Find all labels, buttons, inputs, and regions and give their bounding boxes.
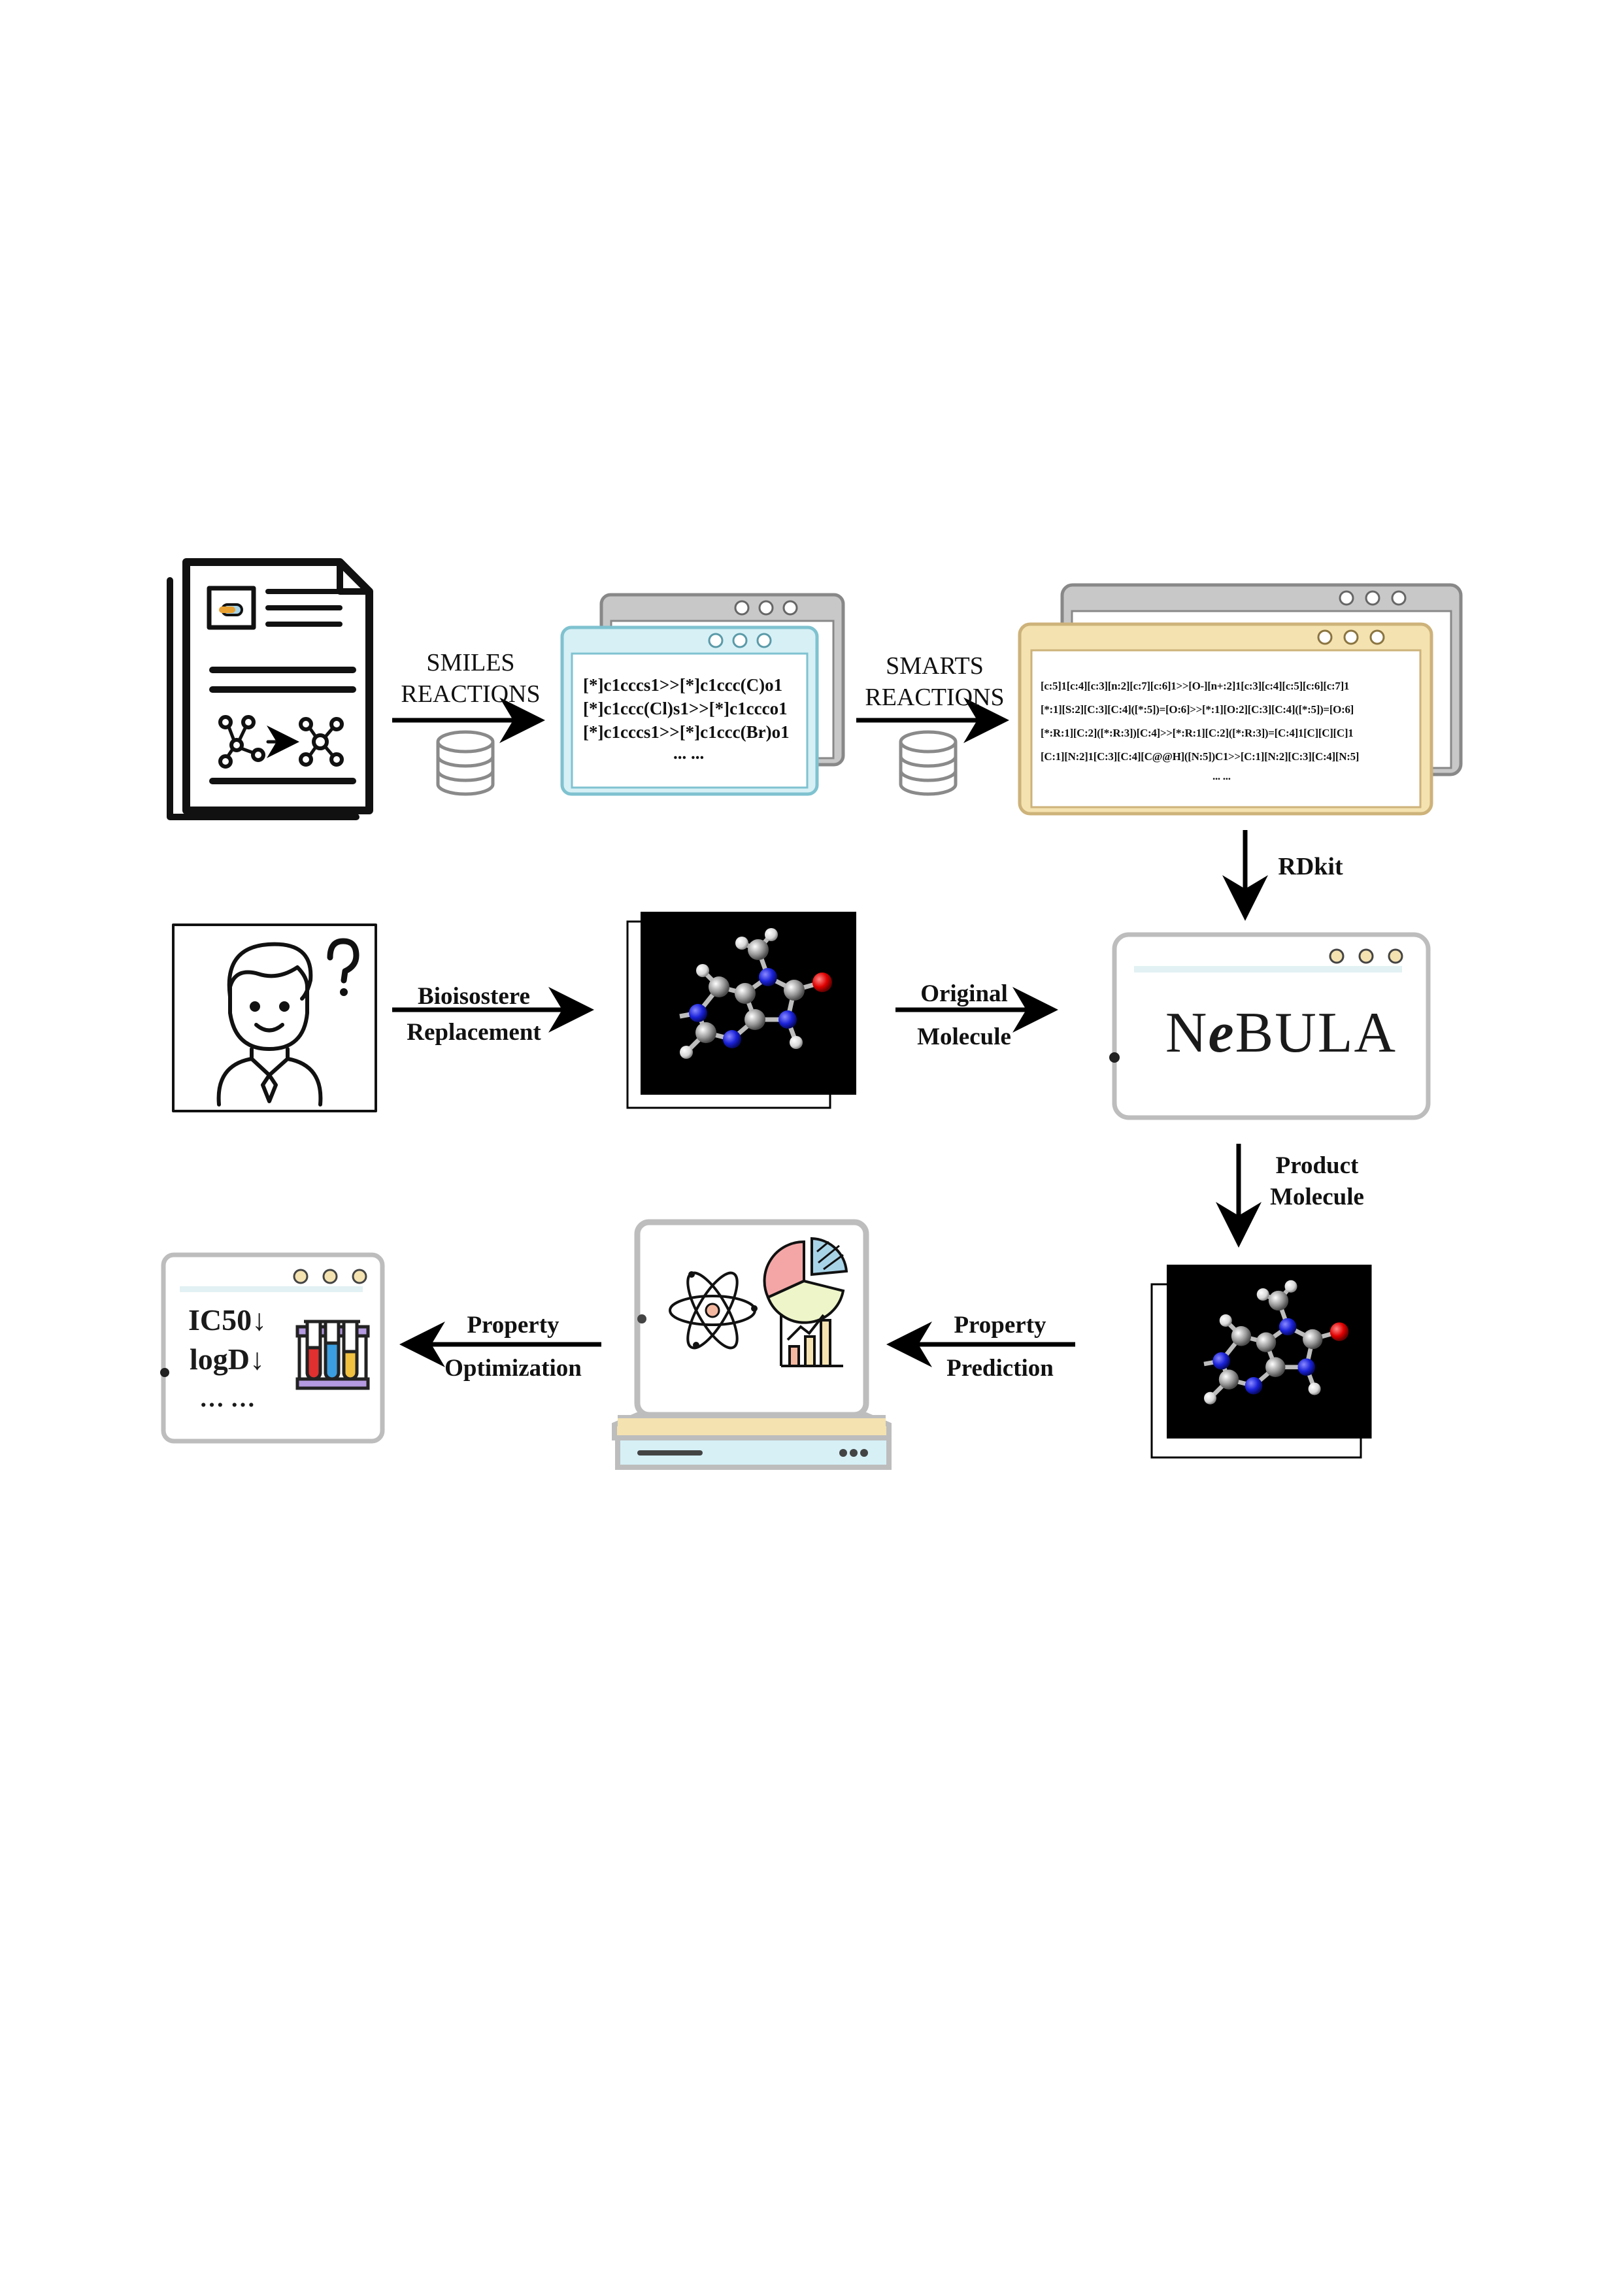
smiles-code-line: [*]c1cccs1>>[*]c1ccc(C)o1	[583, 675, 783, 695]
smarts-label-line2: REACTIONS	[865, 684, 1005, 711]
smarts-code-line: [*:1][S:2][C:3][C:4]([*:5])=[O:6]>>[*:1]…	[1041, 703, 1354, 716]
original-label-line2: Molecule	[917, 1023, 1011, 1050]
optimization-label-line1: Property	[467, 1312, 560, 1339]
smarts-code-line: [C:1][N:2]1[C:3][C:4][C@@H]([N:5])C1>>[C…	[1041, 750, 1360, 763]
code-window-icon	[560, 593, 845, 796]
product-label: Product Molecule	[1252, 1150, 1382, 1213]
smarts-window-icon	[1018, 583, 1463, 816]
smarts-label-line1: SMARTS	[886, 652, 984, 680]
app-name-part: N	[1165, 1001, 1209, 1065]
laptop-chart-icon	[612, 1219, 892, 1470]
optimization-label-line2: Optimization	[444, 1355, 582, 1382]
smiles-label: SMILES REACTIONS	[376, 647, 565, 710]
bioisostere-label: Bioisostere Replacement	[386, 978, 562, 1050]
smarts-code-line: [*:R:1][C:2]([*:R:3])[C:4]>>[*:R:1][C:2]…	[1041, 727, 1354, 739]
smarts-code-line: [c:5]1[c:4][c:3][n:2][c:7][c:6]1>>[O-][n…	[1041, 680, 1350, 692]
molecule-icon	[626, 912, 856, 1109]
smiles-label-line1: SMILES	[426, 649, 515, 676]
smiles-label-line2: REACTIONS	[401, 680, 541, 708]
prediction-label-line1: Property	[954, 1312, 1046, 1339]
bioisostere-label-line2: Replacement	[407, 1019, 541, 1046]
product-label-line1: Product	[1275, 1152, 1359, 1179]
smiles-code-line: [*]c1cccs1>>[*]c1ccc(Br)o1	[583, 722, 790, 742]
property-logd: logD↓	[190, 1342, 265, 1376]
bioisostere-label-line1: Bioisostere	[418, 983, 530, 1010]
smiles-code-line: [*]c1ccc(Cl)s1>>[*]c1ccco1	[583, 699, 788, 718]
person-question-icon	[172, 923, 377, 1112]
smarts-label: SMARTS REACTIONS	[840, 650, 1029, 713]
prediction-label-line2: Prediction	[946, 1355, 1054, 1382]
app-name-italic: e	[1208, 1001, 1235, 1065]
smiles-code-ellipsis: ... ...	[673, 743, 705, 763]
database-icon-2	[899, 730, 958, 796]
original-label-line1: Original	[920, 980, 1008, 1007]
molecule-icon-2	[1150, 1265, 1372, 1459]
smarts-code-ellipsis: ... ...	[1212, 770, 1231, 782]
result-window	[160, 1252, 385, 1444]
nebula-window	[1109, 932, 1431, 1120]
original-label: Original Molecule	[892, 973, 1036, 1059]
optimization-label: Property Optimization	[425, 1304, 601, 1390]
property-ic50: IC50↓	[188, 1303, 267, 1337]
prediction-label: Property Prediction	[922, 1304, 1078, 1390]
database-icon	[436, 730, 495, 796]
test-tubes-icon	[295, 1320, 370, 1390]
document-icon	[167, 558, 373, 820]
rdkit-label: RDkit	[1278, 853, 1343, 880]
property-ellipsis: … …	[199, 1385, 256, 1412]
app-name-part: BULA	[1235, 1001, 1397, 1065]
app-name: NeBULA	[1150, 1000, 1412, 1066]
product-label-line2: Molecule	[1270, 1184, 1364, 1210]
